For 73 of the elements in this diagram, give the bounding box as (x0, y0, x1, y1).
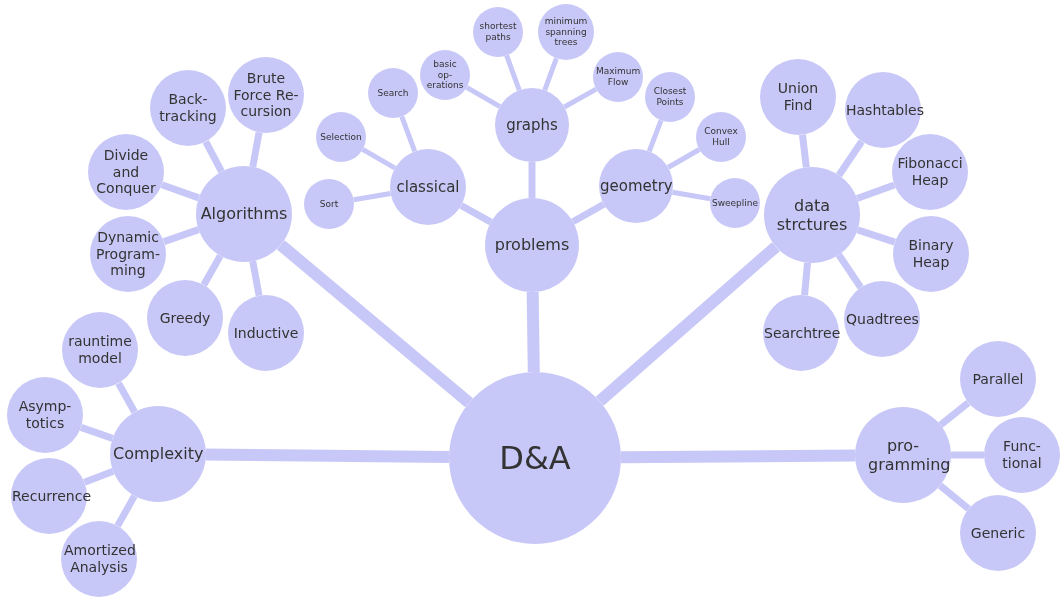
topic-bubble: pro- gramming (855, 407, 951, 503)
branch-line (542, 57, 559, 92)
branch-line (465, 85, 502, 109)
branch-line (646, 119, 664, 153)
topic-bubble: shortest paths (473, 7, 523, 57)
topic-bubble: Greedy (147, 280, 223, 356)
branch-line (83, 468, 115, 486)
topic-bubble: Sort (304, 179, 354, 229)
branch-line (563, 87, 598, 110)
branch-line (799, 134, 810, 168)
topic-bubble: Divide and Conquer (88, 134, 164, 210)
topic-bubble: Searchtree (763, 295, 839, 371)
branch-line (399, 115, 418, 153)
topic-bubble: Complexity (110, 406, 206, 502)
topic-bubble: Inductive (228, 295, 304, 371)
branch-line (856, 226, 896, 246)
topic-bubble: minimum spanning trees (538, 4, 594, 60)
branch-line (855, 181, 896, 202)
branch-line (79, 424, 114, 442)
branch-line (801, 262, 812, 296)
branch-line (361, 147, 397, 171)
topic-bubble: Generic (960, 495, 1036, 571)
central-topic-bubble: D&A (449, 372, 621, 544)
branch-line (951, 451, 984, 459)
branch-line (835, 252, 864, 290)
topic-bubble: Algorithms (196, 166, 292, 262)
topic-bubble: Selection (316, 112, 366, 162)
topic-bubble: classical (390, 149, 466, 225)
topic-bubble: Search (368, 68, 418, 118)
branch-line (666, 147, 701, 170)
topic-bubble: Dynamic Program- ming (90, 216, 166, 292)
topic-bubble: Parallel (960, 341, 1036, 417)
topic-bubble: rauntime model (62, 312, 138, 388)
branch-line (200, 254, 224, 287)
branch-line (504, 54, 522, 92)
branch-line (459, 202, 493, 226)
branch-line (620, 449, 856, 464)
branch-line (276, 240, 473, 408)
topic-bubble: Func- tional (984, 417, 1060, 493)
topic-bubble: Closest Points (645, 72, 695, 122)
branch-line (353, 190, 391, 203)
branch-line (202, 139, 225, 174)
topic-bubble: basic op- erations (420, 50, 470, 100)
topic-bubble: data strctures (764, 167, 860, 263)
branch-line (672, 189, 711, 202)
branch-line (160, 181, 200, 202)
topic-bubble: Convex Hull (696, 112, 746, 162)
topic-bubble: Maximum Flow (593, 52, 643, 102)
topic-bubble: Fibonacci Heap (892, 134, 968, 210)
topic-bubble: Back- tracking (150, 70, 226, 146)
branch-line (162, 226, 200, 245)
topic-bubble: graphs (495, 88, 569, 162)
topic-bubble: Sweepline (710, 178, 760, 228)
topic-bubble: Amortized Analysis (61, 521, 137, 597)
branch-line (114, 494, 138, 528)
branch-line (836, 139, 865, 178)
topic-bubble: geometry (599, 149, 673, 223)
branch-line (115, 381, 138, 414)
topic-bubble: problems (485, 198, 579, 292)
topic-bubble: Quadtrees (844, 281, 920, 357)
branch-line (526, 291, 540, 373)
branch-line (938, 400, 971, 428)
branch-line (595, 242, 780, 406)
branch-line (937, 482, 971, 512)
topic-bubble: Union Find (760, 59, 836, 135)
topic-bubble: Brute Force Re- cursion (228, 57, 304, 133)
branch-line (249, 260, 263, 297)
branch-line (571, 201, 606, 225)
topic-bubble: Binary Heap (893, 216, 969, 292)
branch-line (249, 131, 263, 168)
branch-line (528, 162, 536, 198)
topic-bubble: Asymp- totics (7, 377, 83, 453)
branch-line (205, 448, 450, 464)
